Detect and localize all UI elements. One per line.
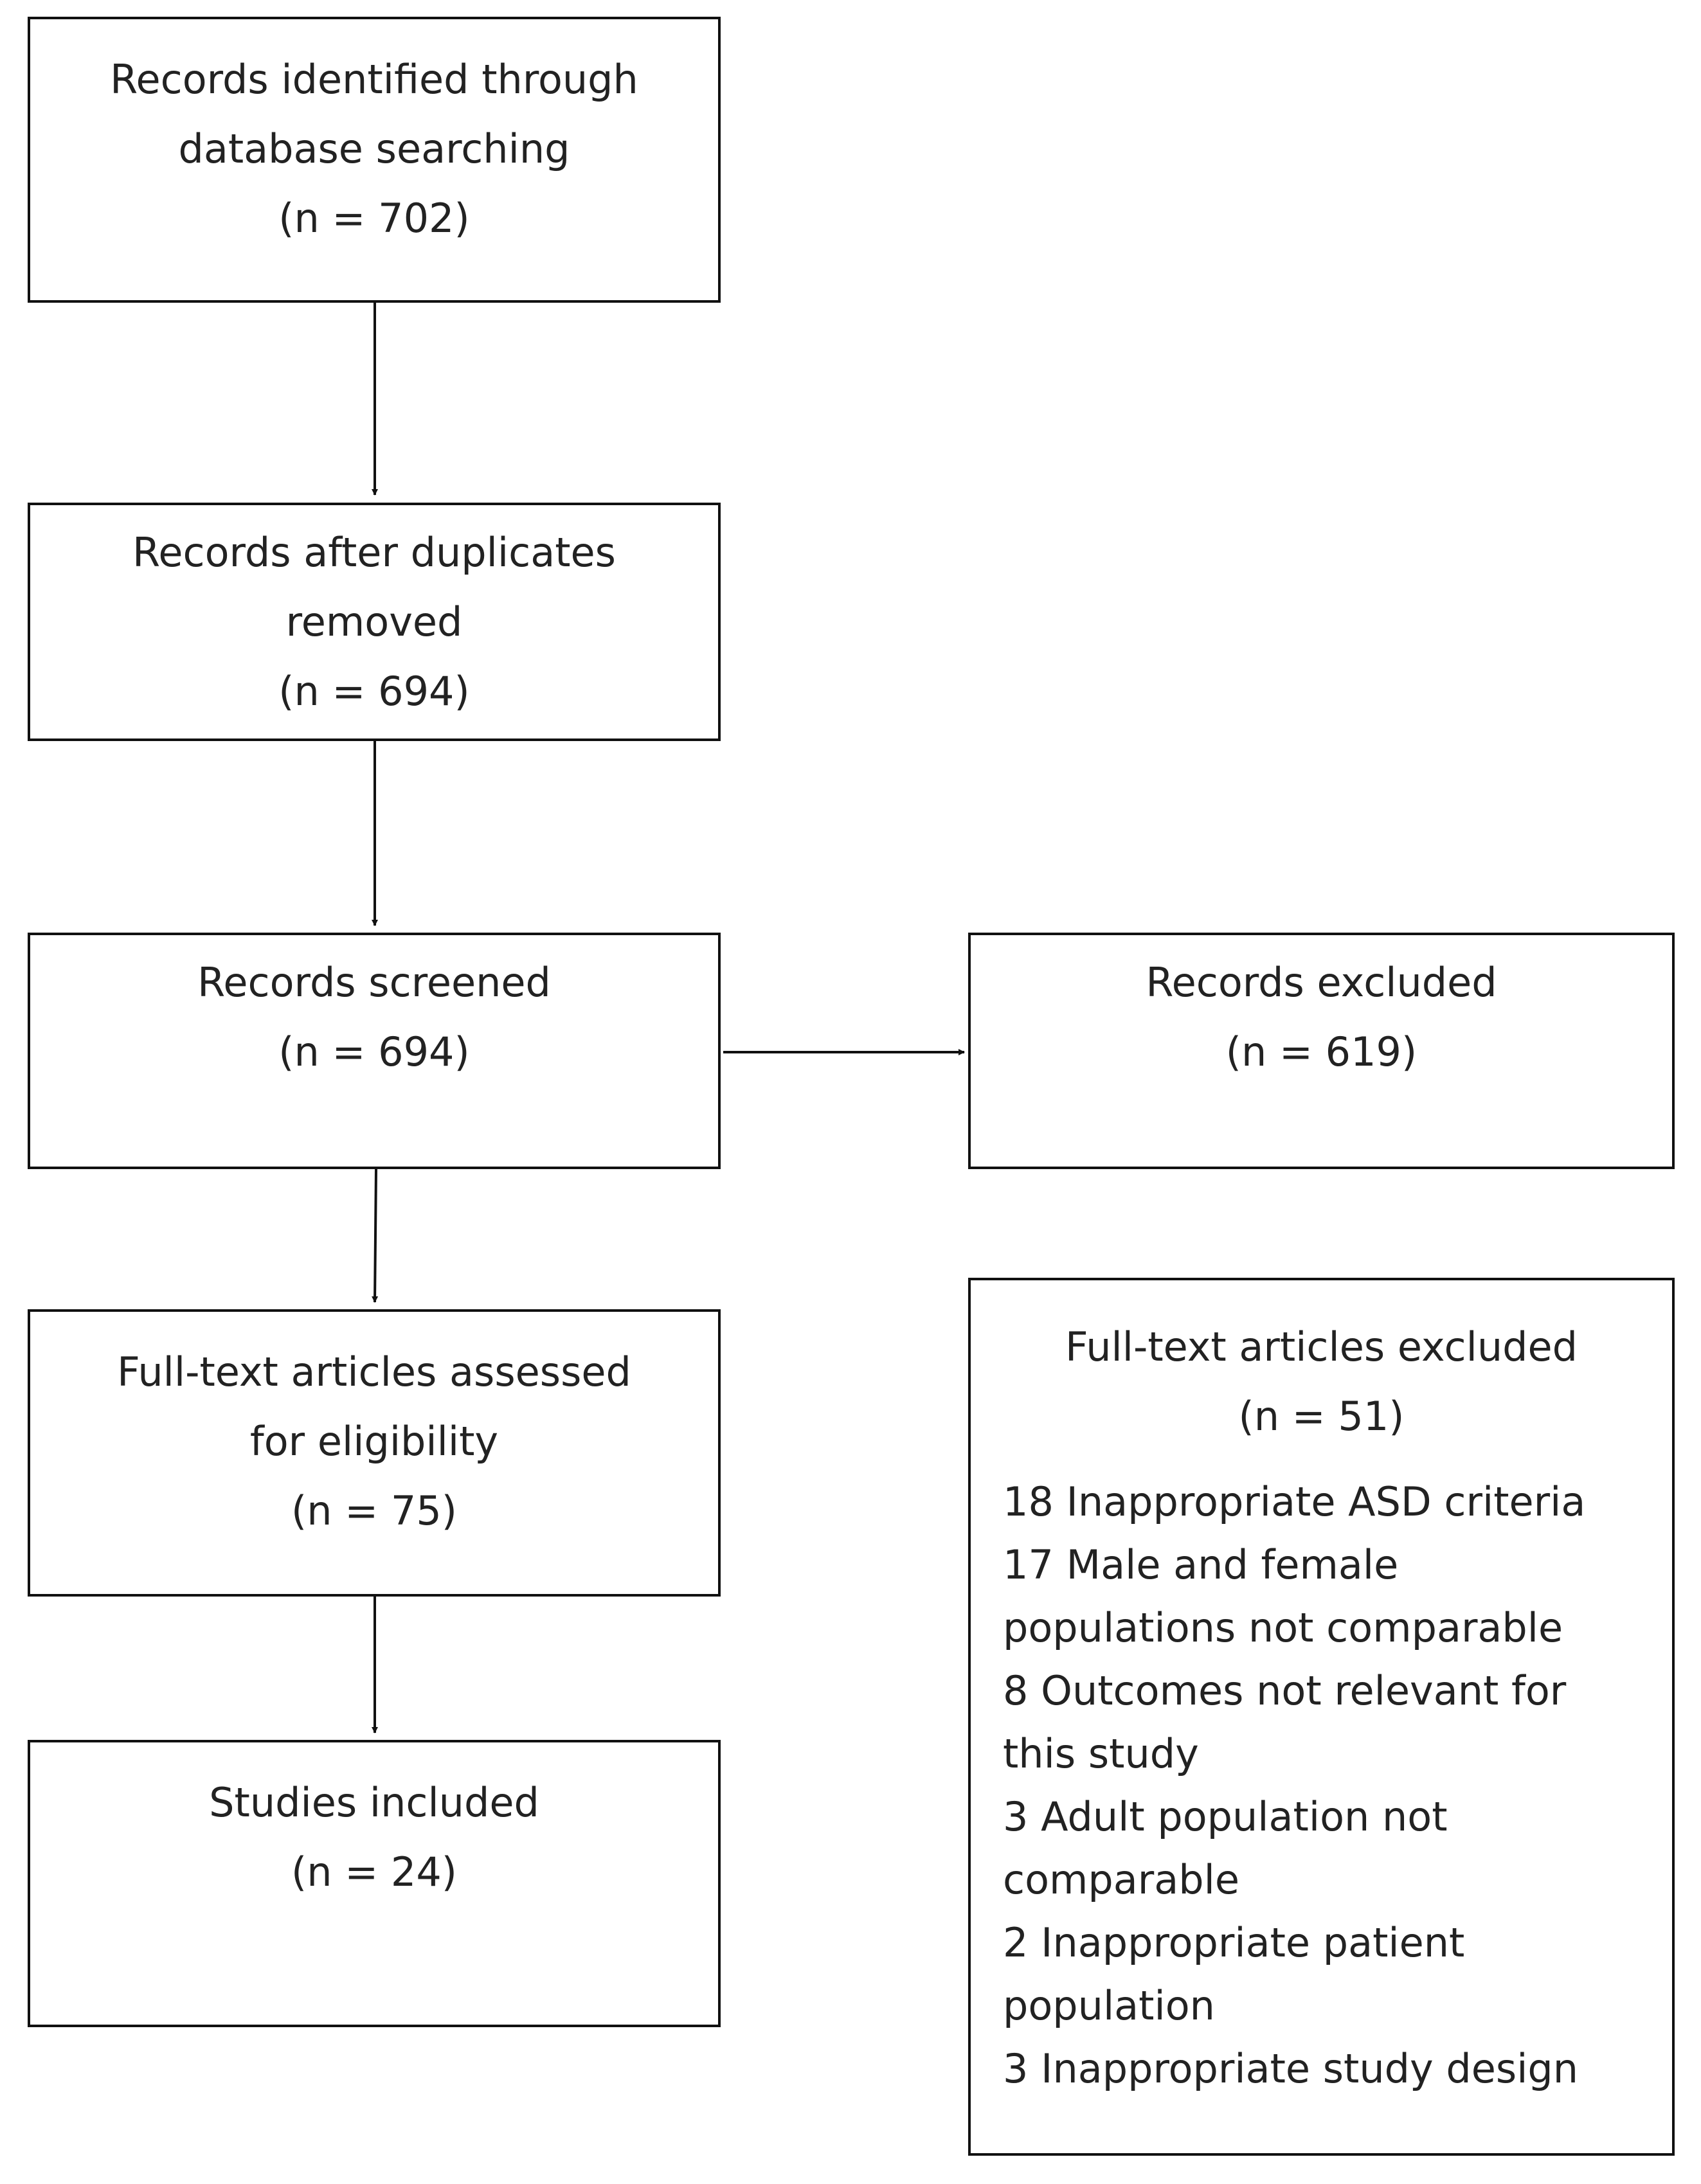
records-screened-box: Records screened (n = 694) xyxy=(28,933,721,1169)
box-count: (n = 51) xyxy=(1238,1393,1405,1440)
box-text: Records excluded xyxy=(1146,959,1497,1006)
box-text: for eligibility xyxy=(249,1418,499,1465)
box-count: (n = 619) xyxy=(1225,1028,1418,1075)
box-text: removed xyxy=(285,598,463,645)
exclusion-reasons-list: 18 Inappropriate ASD criteria 17 Male an… xyxy=(971,1471,1672,2100)
studies-included-box: Studies included (n = 24) xyxy=(28,1740,721,2027)
exclusion-reason: 3 Inappropriate study design xyxy=(1003,2045,1579,2092)
exclusion-reason: comparable xyxy=(1003,1856,1239,1903)
fulltext-assessed-box: Full-text articles assessed for eligibil… xyxy=(28,1309,721,1597)
box-count: (n = 702) xyxy=(278,195,470,242)
records-identified-box: Records identified through database sear… xyxy=(28,17,721,303)
records-deduplicated-box: Records after duplicates removed (n = 69… xyxy=(28,503,721,741)
exclusion-reason: population xyxy=(1003,1982,1215,2029)
box-count: (n = 694) xyxy=(278,1028,470,1075)
exclusion-reason: this study xyxy=(1003,1730,1199,1777)
box-text: Records after duplicates xyxy=(132,529,616,576)
exclusion-reason: 18 Inappropriate ASD criteria xyxy=(1003,1478,1586,1525)
exclusion-reason: 17 Male and female xyxy=(1003,1541,1399,1588)
box-count: (n = 24) xyxy=(291,1848,457,1895)
box-count: (n = 75) xyxy=(291,1487,457,1534)
exclusion-reason: 3 Adult population not xyxy=(1003,1793,1448,1840)
exclusion-reason: 2 Inappropriate patient xyxy=(1003,1919,1465,1966)
exclusion-reason: 8 Outcomes not relevant for xyxy=(1003,1667,1567,1714)
box-text: Records screened xyxy=(197,959,551,1006)
exclusion-reason: populations not comparable xyxy=(1003,1604,1563,1651)
box-text: database searching xyxy=(178,125,570,172)
fulltext-excluded-box: Full-text articles excluded (n = 51) 18 … xyxy=(968,1278,1675,2156)
box-text: Records identified through xyxy=(110,56,638,103)
records-excluded-box: Records excluded (n = 619) xyxy=(968,933,1675,1169)
box-count: (n = 694) xyxy=(278,668,470,715)
arrow-screened-to-assessed xyxy=(372,1168,379,1303)
box-text: Studies included xyxy=(209,1779,539,1826)
box-text: Full-text articles excluded xyxy=(1065,1323,1578,1370)
box-text: Full-text articles assessed xyxy=(117,1348,631,1395)
